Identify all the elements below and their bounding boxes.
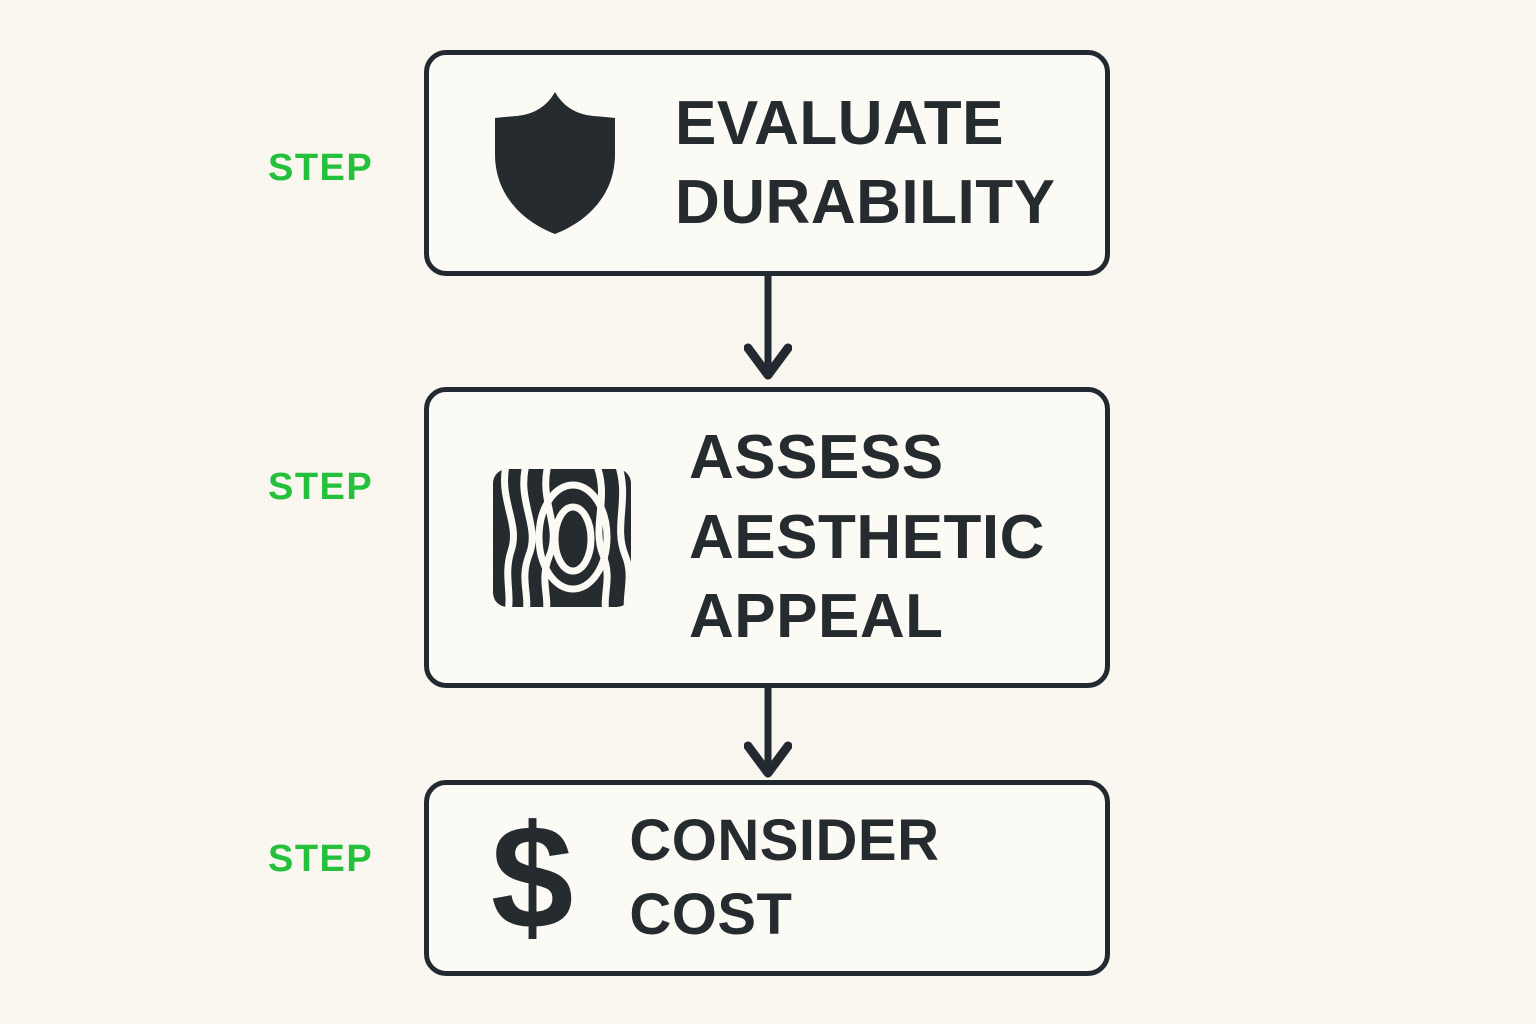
- step-card-1[interactable]: EVALUATE DURABILITY: [424, 50, 1110, 276]
- step-card-1-title: EVALUATE DURABILITY: [675, 88, 1056, 237]
- step-label-2: STEP: [268, 466, 374, 508]
- down-arrow-icon-1: [743, 276, 793, 391]
- step-card-2[interactable]: ASSESS AESTHETIC APPEAL: [424, 387, 1110, 688]
- dollar-sign-icon: $: [491, 795, 574, 961]
- step-label-3: STEP: [268, 838, 374, 880]
- dollar-sign-glyph: $: [491, 795, 574, 961]
- step-card-3[interactable]: $ CONSIDER COST: [424, 780, 1110, 976]
- step-label-1: STEP: [268, 147, 374, 189]
- down-arrow-icon-2: [743, 688, 793, 789]
- wood-grain-icon: [491, 467, 633, 609]
- step-card-3-title: CONSIDER COST: [629, 807, 940, 947]
- shield-icon: [491, 88, 619, 238]
- step-card-2-title: ASSESS AESTHETIC APPEAL: [689, 423, 1045, 652]
